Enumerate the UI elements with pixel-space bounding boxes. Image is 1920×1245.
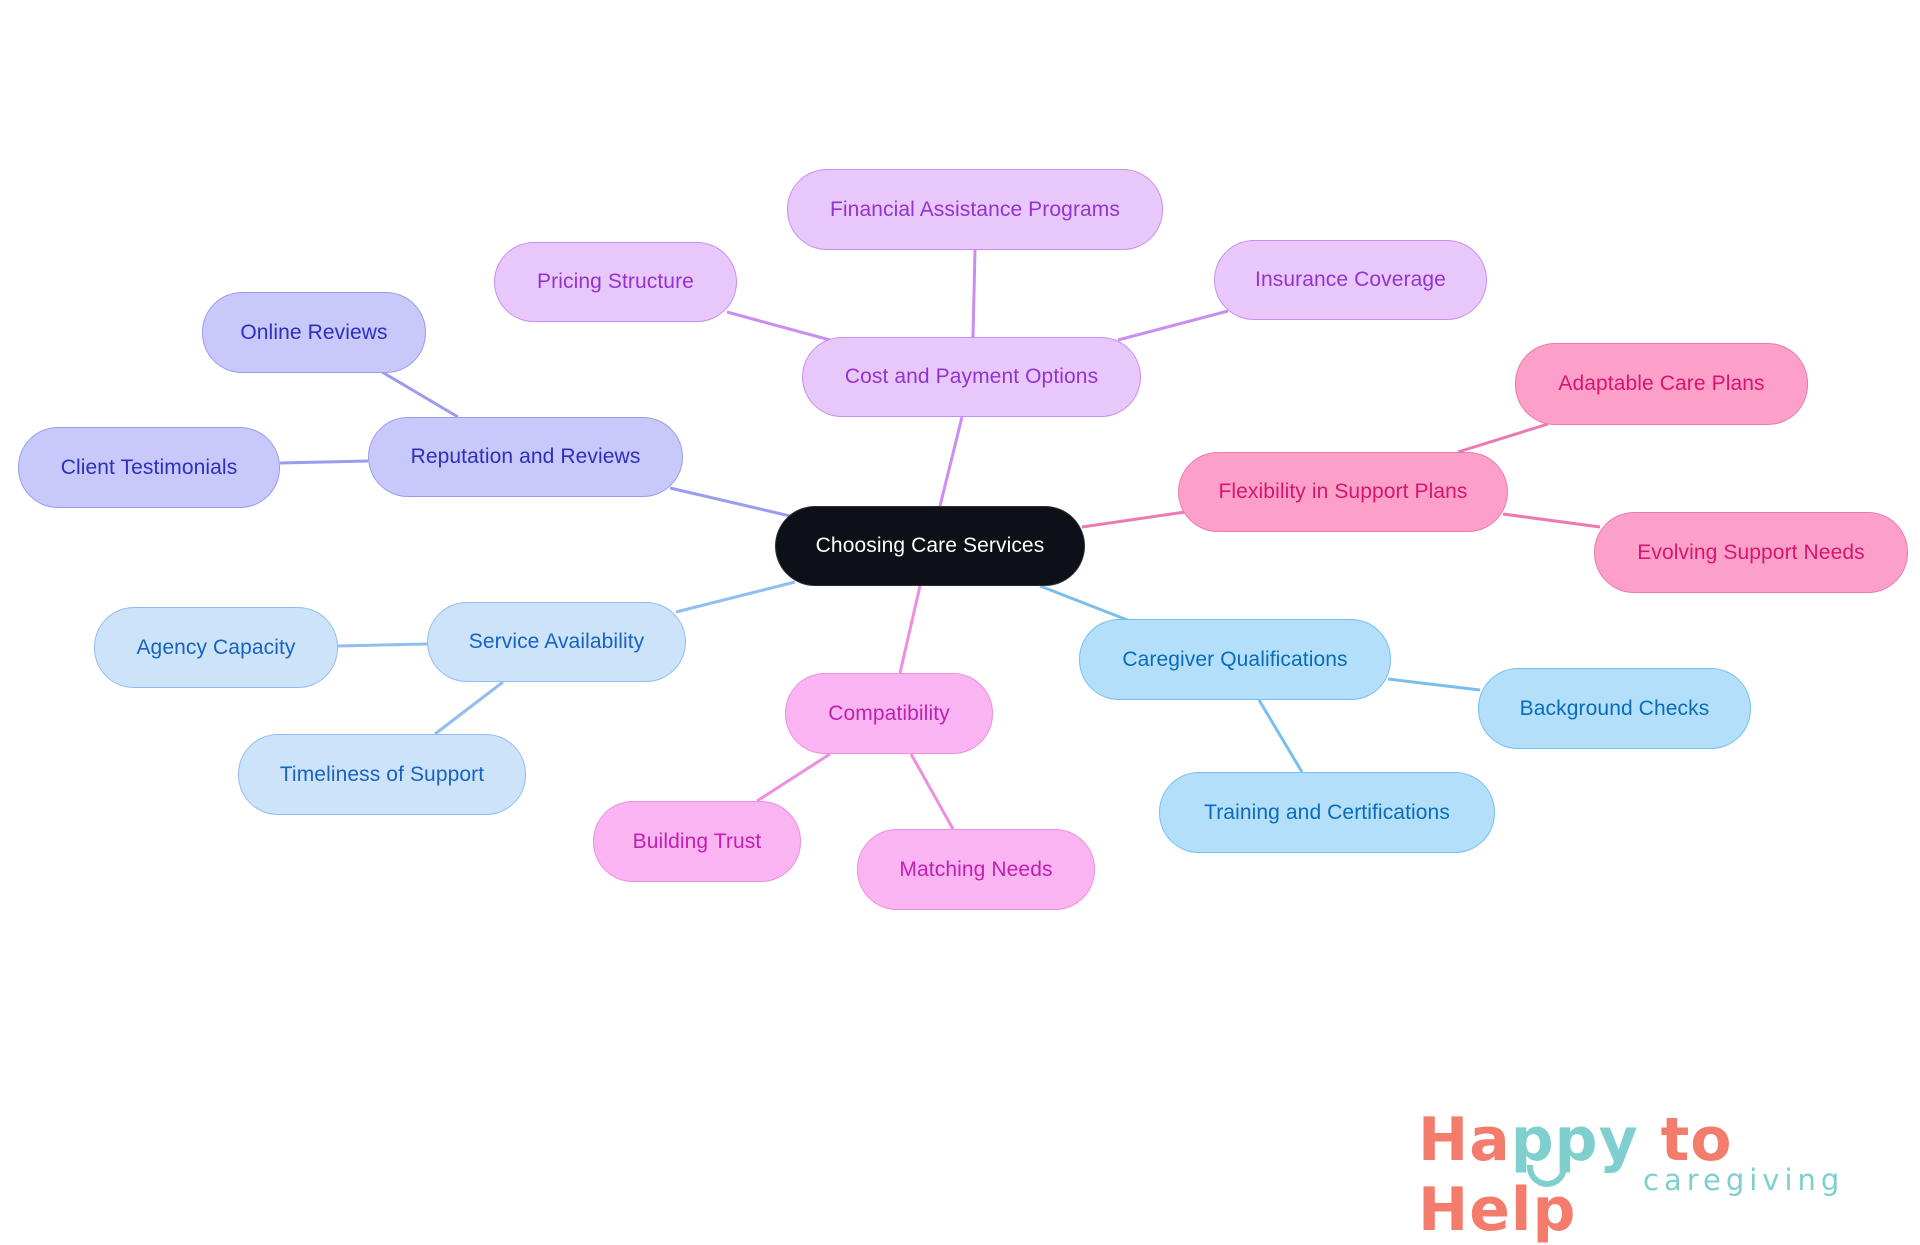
edge-root-compat (898, 585, 922, 674)
edge-flex-evolving (1502, 512, 1601, 529)
leaf-adaptable-label: Adaptable Care Plans (1558, 372, 1765, 395)
edge-rep-online (381, 370, 459, 419)
branch-compatibility-label: Compatibility (828, 701, 950, 725)
root-node[interactable]: Choosing Care Services (775, 506, 1085, 586)
smile-icon (1527, 1165, 1567, 1187)
leaf-evolving-label: Evolving Support Needs (1637, 540, 1865, 564)
edge-cost-pricing (726, 310, 831, 342)
leaf-client-testimonials-node[interactable]: Client Testimonials (18, 427, 280, 508)
logo-word-ppy: ppy (1510, 1105, 1639, 1175)
logo-tagline: caregiving (1643, 1163, 1845, 1197)
leaf-insurance-label: Insurance Coverage (1255, 268, 1446, 291)
edge-root-service (675, 580, 796, 614)
leaf-pricing-node[interactable]: Pricing Structure (494, 242, 737, 322)
leaf-client-testimonials-label: Client Testimonials (60, 455, 238, 479)
leaf-training-label: Training and Certifications (1204, 800, 1450, 824)
leaf-matching-needs-node[interactable]: Matching Needs (857, 829, 1095, 910)
leaf-online-reviews-label: Online Reviews (240, 320, 388, 344)
leaf-matching-needs-label: Matching Needs (899, 857, 1053, 881)
edge-compat-trust (756, 752, 831, 803)
branch-cost-label: Cost and Payment Options (844, 365, 1099, 388)
edge-root-caregiver (1039, 584, 1131, 623)
logo-word-ha: Ha (1418, 1105, 1511, 1175)
edge-flex-adaptable (1457, 422, 1549, 454)
edge-rep-testimonials (279, 459, 369, 465)
leaf-pricing-label: Pricing Structure (537, 270, 694, 293)
leaf-background-checks-label: Background Checks (1519, 696, 1710, 720)
edge-cost-insurance (1117, 309, 1229, 342)
branch-reputation-label: Reputation and Reviews (410, 445, 641, 468)
leaf-financial-node[interactable]: Financial Assistance Programs (787, 169, 1163, 250)
edge-svc-agency (337, 642, 428, 648)
branch-reputation-node[interactable]: Reputation and Reviews (368, 417, 683, 497)
branch-flexibility-node[interactable]: Flexibility in Support Plans (1178, 452, 1508, 532)
leaf-agency-capacity-node[interactable]: Agency Capacity (94, 607, 338, 688)
root-label: Choosing Care Services (815, 534, 1045, 557)
leaf-evolving-node[interactable]: Evolving Support Needs (1594, 512, 1908, 593)
leaf-timeliness-label: Timeliness of Support (279, 762, 485, 786)
edge-root-reputation (669, 486, 791, 518)
leaf-building-trust-node[interactable]: Building Trust (593, 801, 801, 882)
edge-care-training (1257, 699, 1304, 773)
leaf-training-node[interactable]: Training and Certifications (1159, 772, 1495, 853)
leaf-online-reviews-node[interactable]: Online Reviews (202, 292, 426, 373)
edge-care-background (1387, 677, 1481, 692)
branch-service-label: Service Availability (468, 630, 645, 653)
leaf-financial-label: Financial Assistance Programs (829, 197, 1121, 221)
branch-service-node[interactable]: Service Availability (427, 602, 686, 682)
edge-compat-matching (909, 753, 955, 830)
edge-root-cost (938, 416, 964, 507)
branch-flexibility-label: Flexibility in Support Plans (1218, 480, 1468, 503)
leaf-background-checks-node[interactable]: Background Checks (1478, 668, 1751, 749)
leaf-insurance-node[interactable]: Insurance Coverage (1214, 240, 1487, 320)
mindmap-edges (279, 249, 1601, 830)
edge-svc-timeliness (434, 680, 504, 736)
branch-caregiver-node[interactable]: Caregiver Qualifications (1079, 619, 1391, 700)
edge-root-flex (1081, 510, 1186, 529)
branch-caregiver-label: Caregiver Qualifications (1122, 647, 1348, 671)
leaf-agency-capacity-label: Agency Capacity (136, 635, 296, 659)
leaf-adaptable-node[interactable]: Adaptable Care Plans (1515, 343, 1808, 425)
leaf-timeliness-node[interactable]: Timeliness of Support (238, 734, 526, 815)
leaf-building-trust-label: Building Trust (632, 829, 762, 853)
branch-compatibility-node[interactable]: Compatibility (785, 673, 993, 754)
brand-logo: Happy to Help caregiving (1418, 1105, 1888, 1245)
branch-cost-node[interactable]: Cost and Payment Options (802, 337, 1141, 417)
edge-cost-financial (971, 249, 977, 338)
